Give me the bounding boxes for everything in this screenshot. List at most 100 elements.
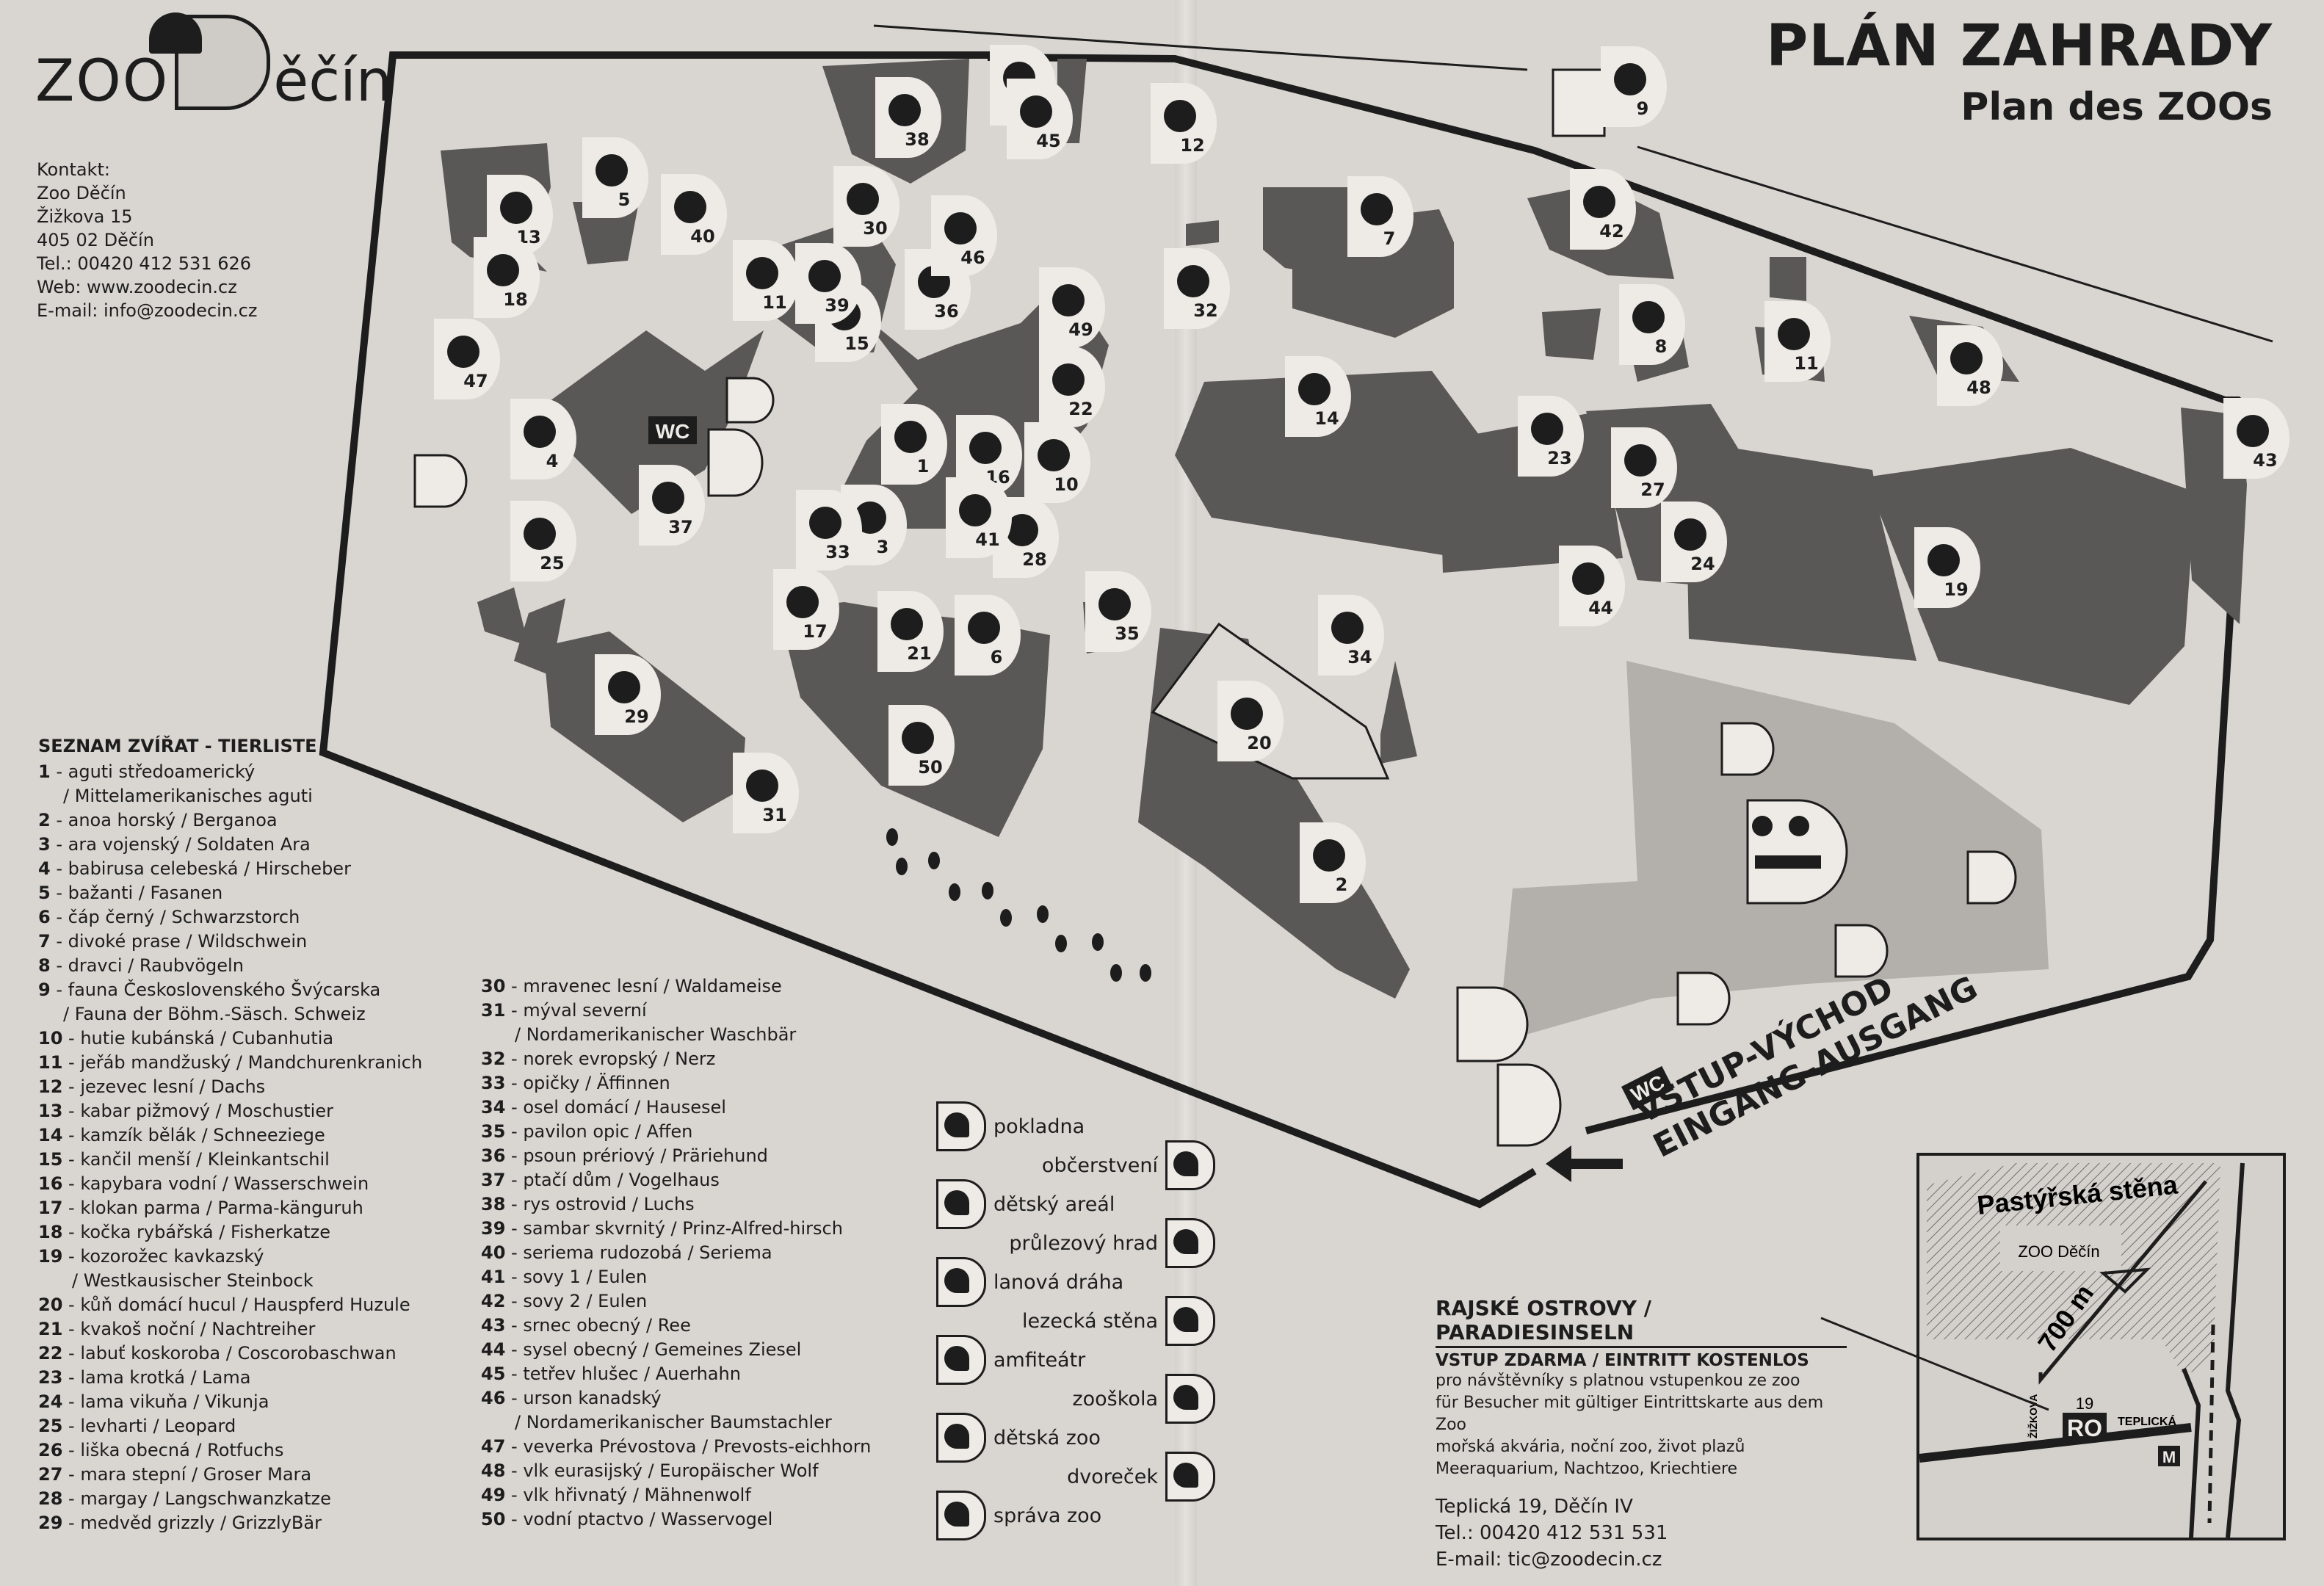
animal-marker-number: 24	[1690, 554, 1715, 574]
paradise-islands-line: mořská akvária, noční zoo, život plazů	[1436, 1438, 1745, 1456]
animal-marker[interactable]: 1	[881, 404, 947, 485]
animal-marker[interactable]: 44	[1559, 546, 1625, 626]
animal-silhouette-icon	[1950, 342, 1983, 374]
animal-marker[interactable]: 27	[1611, 427, 1677, 508]
animal-marker[interactable]: 49	[1039, 267, 1105, 348]
page-subtitle: Plan des ZOOs	[1961, 85, 2273, 129]
animal-marker-number: 5	[618, 189, 631, 210]
animal-silhouette-icon	[891, 608, 923, 640]
animal-marker-number: 2	[1336, 875, 1348, 895]
animal-marker[interactable]: 31	[733, 753, 799, 833]
animal-marker-number: 25	[540, 553, 564, 573]
animal-marker[interactable]: 13	[487, 175, 553, 256]
animal-marker[interactable]: 10	[1024, 422, 1090, 503]
animal-marker[interactable]: 40	[661, 174, 727, 255]
animal-number: 27	[38, 1464, 63, 1485]
animal-marker[interactable]: 2	[1300, 822, 1366, 903]
animal-marker[interactable]: 12	[1151, 83, 1217, 164]
animal-marker[interactable]: 14	[1285, 356, 1351, 437]
animal-number: 1	[38, 761, 51, 782]
paradise-islands-line: pro návštěvníky s platnou vstupenkou ze …	[1436, 1372, 1800, 1390]
paradise-islands-subtitle: VSTUP ZDARMA / EINTRITT KOSTENLOS	[1436, 1351, 1809, 1370]
facility-label: správa zoo	[993, 1504, 1102, 1527]
animal-number: 39	[481, 1218, 506, 1239]
animal-marker[interactable]: 38	[875, 77, 941, 158]
animal-list-item: 2 - anoa horský / Berganoa	[38, 810, 278, 830]
animal-silhouette-icon	[1361, 193, 1393, 225]
animal-marker[interactable]: 11	[1764, 301, 1831, 382]
animal-marker[interactable]: 23	[1518, 396, 1584, 477]
animal-number: 40	[481, 1242, 506, 1263]
climbing-castle-icon	[1676, 971, 1731, 1026]
animal-marker[interactable]: 37	[639, 465, 705, 546]
animal-marker[interactable]: 35	[1085, 571, 1151, 652]
animal-list-item: 34 - osel domácí / Hausesel	[481, 1097, 726, 1118]
animal-silhouette-icon	[1531, 413, 1563, 445]
animal-marker[interactable]: 24	[1661, 501, 1727, 582]
animal-marker[interactable]: 9	[1601, 46, 1667, 127]
animal-silhouette-icon	[1572, 562, 1604, 595]
paradise-islands-email[interactable]: E-mail: tic@zoodecin.cz	[1436, 1549, 1662, 1571]
animal-silhouette-icon	[1298, 373, 1331, 405]
animal-marker[interactable]: 48	[1937, 325, 2003, 406]
animal-number: 12	[38, 1076, 63, 1097]
inset-street-zizkova: ŽIŽKOVA	[2027, 1394, 2039, 1438]
animal-marker[interactable]: 30	[833, 166, 899, 247]
animal-silhouette-icon	[1020, 95, 1052, 128]
animal-marker[interactable]: 33	[796, 490, 862, 571]
animal-list-item: 8 - dravci / Raubvögeln	[38, 955, 244, 976]
animal-marker-number: 27	[1640, 479, 1665, 500]
animal-marker[interactable]: 4	[510, 399, 576, 479]
inset-m-label: M	[2162, 1448, 2176, 1466]
animal-list-item: 41 - sovy 1 / Eulen	[481, 1267, 648, 1287]
animal-marker[interactable]: 43	[2223, 398, 2289, 479]
animal-marker[interactable]: 19	[1914, 527, 1980, 608]
animal-marker[interactable]: 41	[946, 477, 1012, 558]
animal-marker-number: 45	[1036, 131, 1060, 151]
animal-marker[interactable]: 34	[1318, 595, 1384, 676]
animal-marker[interactable]: 20	[1217, 681, 1284, 761]
contact-web[interactable]: Web: www.zoodecin.cz	[37, 277, 237, 297]
animal-list-item: 15 - kančil menší / Kleinkantschil	[38, 1149, 330, 1170]
animal-marker[interactable]: 6	[955, 595, 1021, 676]
animal-list-item: 28 - margay / Langschwanzkatze	[38, 1488, 331, 1509]
facility-legend-item: zooškola	[1072, 1374, 1215, 1424]
animal-list-item: 38 - rys ostrovid / Luchs	[481, 1194, 695, 1214]
climbing-wall-icon	[1165, 1296, 1215, 1346]
animal-silhouette-icon	[1927, 544, 1960, 576]
animal-marker[interactable]: 46	[931, 195, 997, 276]
contact-email[interactable]: E-mail: info@zoodecin.cz	[37, 300, 258, 321]
animal-marker[interactable]: 32	[1164, 248, 1230, 329]
animal-number: 32	[481, 1049, 506, 1069]
animal-marker-number: 18	[503, 289, 527, 310]
animal-marker[interactable]: 7	[1347, 176, 1413, 257]
animal-marker[interactable]: 50	[888, 705, 955, 786]
animal-marker[interactable]: 45	[1007, 79, 1073, 159]
animal-marker-number: 39	[825, 295, 849, 316]
animal-marker[interactable]: 39	[795, 243, 861, 324]
animal-marker[interactable]: 18	[474, 237, 540, 318]
animal-list-item: 31 - mýval severní	[481, 1000, 647, 1021]
animal-list-item: 6 - čáp černý / Schwarzstorch	[38, 907, 300, 927]
animal-marker[interactable]: 29	[595, 654, 661, 735]
animal-marker[interactable]: 5	[582, 137, 648, 218]
animal-list-item: 32 - norek evropský / Nerz	[481, 1049, 716, 1069]
animal-marker[interactable]: 8	[1619, 284, 1685, 365]
animal-marker[interactable]: 16	[956, 415, 1022, 496]
animal-marker-number: 31	[762, 805, 786, 825]
animal-marker-number: 42	[1599, 221, 1623, 242]
animal-number: 37	[481, 1170, 506, 1190]
animal-silhouette-icon	[1177, 265, 1209, 297]
animal-marker[interactable]: 21	[877, 591, 944, 672]
animal-number: 4	[38, 858, 51, 879]
animal-marker[interactable]: 42	[1570, 169, 1636, 250]
animal-marker[interactable]: 22	[1039, 347, 1105, 427]
animal-marker[interactable]: 25	[510, 501, 576, 582]
animal-list-item: 46 - urson kanadský	[481, 1388, 662, 1408]
animal-marker[interactable]: 17	[773, 569, 839, 650]
animal-marker-number: 1	[917, 456, 930, 477]
animal-marker-number: 35	[1115, 623, 1139, 644]
animal-marker[interactable]: 47	[434, 319, 500, 399]
animal-marker[interactable]: 11	[733, 240, 799, 321]
footprints	[886, 828, 1151, 982]
